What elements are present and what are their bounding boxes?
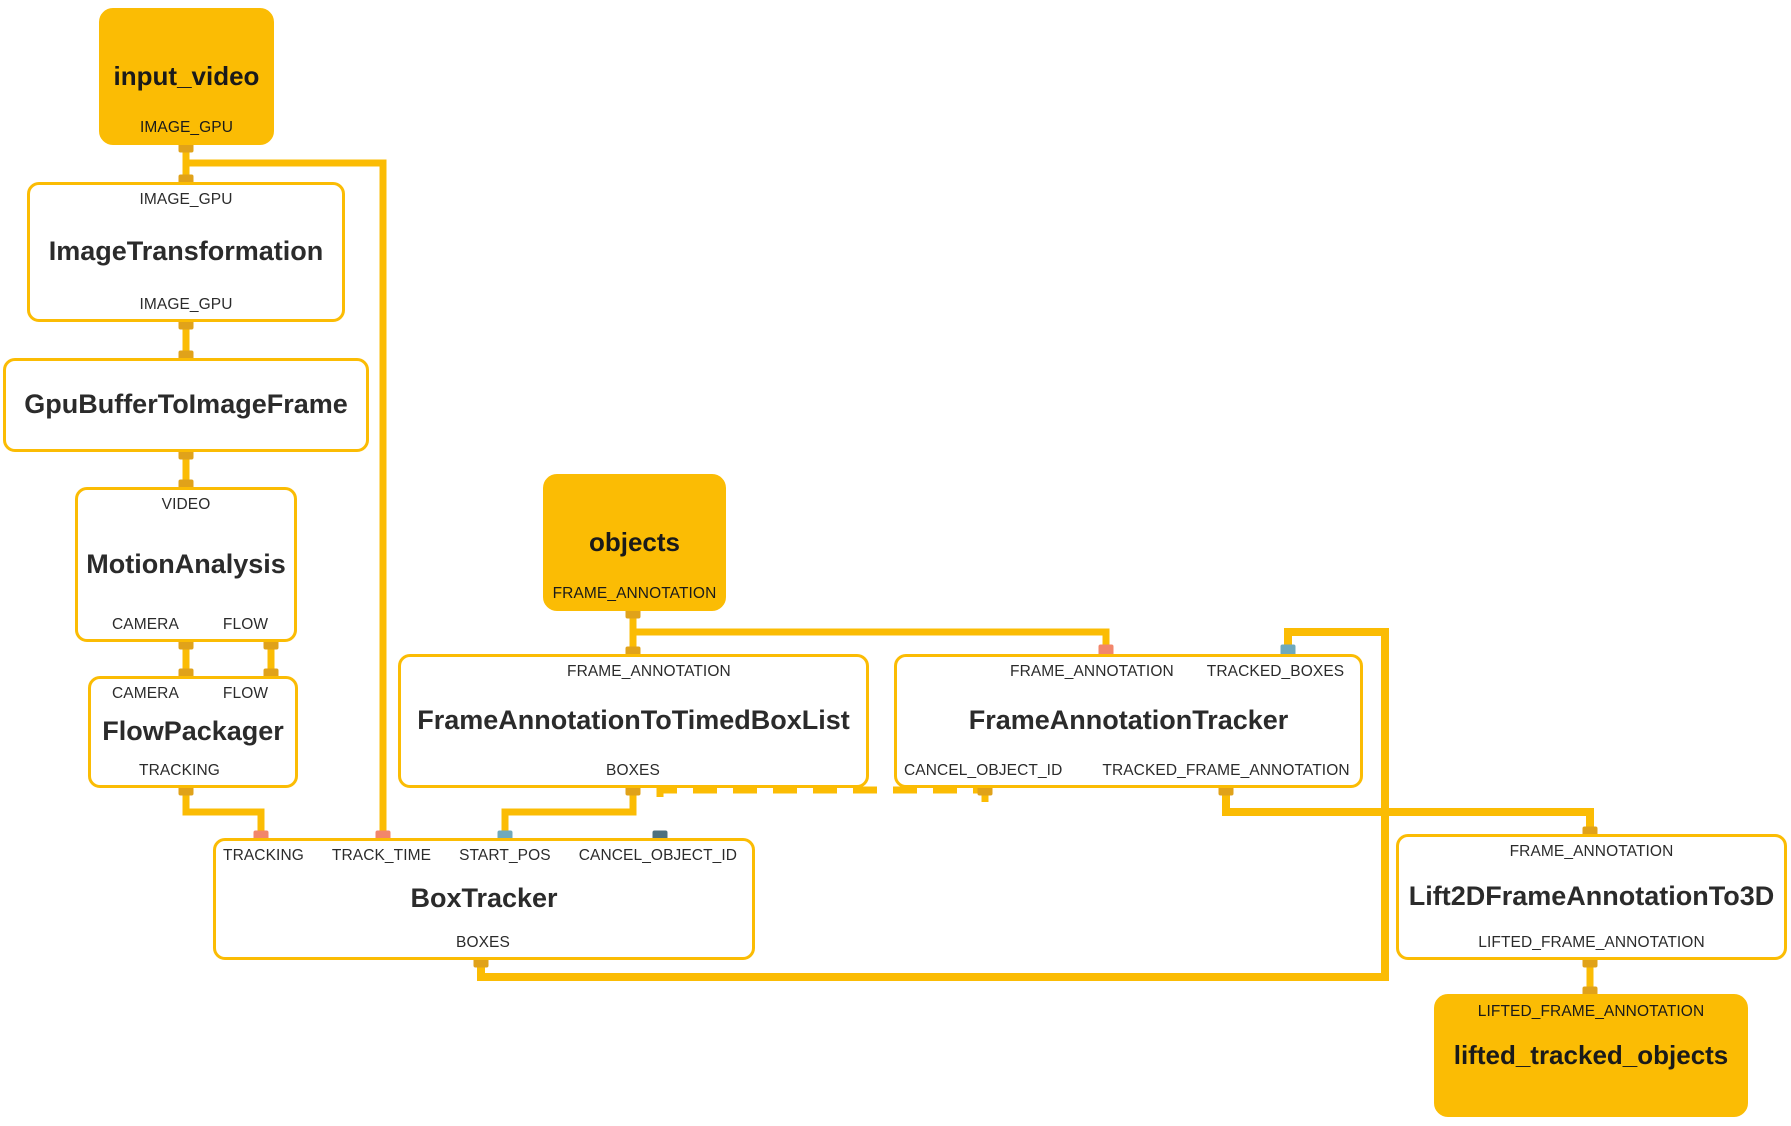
node-image-transformation-inputs: IMAGE_GPU xyxy=(30,192,342,208)
node-input-video[interactable]: input_video IMAGE_GPU xyxy=(99,8,274,145)
port-timed-box-list-frame-annotation: FRAME_ANNOTATION xyxy=(567,663,731,680)
node-motion-analysis[interactable]: VIDEO MotionAnalysis CAMERA FLOW xyxy=(75,487,297,642)
node-frame-annotation-to-timed-box-list[interactable]: FRAME_ANNOTATION FrameAnnotationToTimedB… xyxy=(398,654,869,788)
node-frame-annotation-tracker-title: FrameAnnotationTracker xyxy=(968,705,1289,736)
node-motion-analysis-inputs: VIDEO xyxy=(78,497,294,513)
port-box-tracker-cancel-object-id: CANCEL_OBJECT_ID xyxy=(578,847,738,864)
port-box-tracker-boxes: BOXES xyxy=(456,933,510,951)
node-lift2d-title: Lift2DFrameAnnotationTo3D xyxy=(1408,881,1775,912)
node-input-video-outputs: IMAGE_GPU xyxy=(102,118,271,136)
node-lift2d-outputs: LIFTED_FRAME_ANNOTATION xyxy=(1399,933,1784,951)
node-image-transformation[interactable]: IMAGE_GPU ImageTransformation IMAGE_GPU xyxy=(27,182,345,322)
node-flow-packager-title: FlowPackager xyxy=(102,716,284,747)
node-flow-packager-outputs: TRACKING xyxy=(91,761,343,779)
port-lift2d-lifted-frame-annotation: LIFTED_FRAME_ANNOTATION xyxy=(1478,933,1705,951)
port-flow-packager-flow: FLOW xyxy=(222,685,269,702)
node-objects[interactable]: objects FRAME_ANNOTATION xyxy=(543,474,726,611)
port-objects-frame-annotation: FRAME_ANNOTATION xyxy=(552,584,717,602)
port-motion-analysis-video: VIDEO xyxy=(161,496,211,513)
port-box-tracker-tracking: TRACKING xyxy=(223,847,304,864)
node-box-tracker-outputs: BOXES xyxy=(216,933,992,951)
port-flow-packager-tracking: TRACKING xyxy=(139,761,220,779)
node-lifted-tracked-objects-title: lifted_tracked_objects xyxy=(1453,1040,1729,1071)
port-tracker-frame-annotation: FRAME_ANNOTATION xyxy=(1010,663,1174,680)
node-motion-analysis-title: MotionAnalysis xyxy=(86,548,286,579)
port-box-tracker-track-time: TRACK_TIME xyxy=(331,847,432,864)
node-flow-packager[interactable]: CAMERA FLOW FlowPackager TRACKING xyxy=(88,676,298,788)
port-flow-packager-camera: CAMERA xyxy=(112,685,179,702)
port-motion-analysis-flow: FLOW xyxy=(222,615,269,633)
port-image-transformation-image-gpu-in: IMAGE_GPU xyxy=(139,191,233,208)
port-box-tracker-start-pos: START_POS xyxy=(459,847,551,864)
node-input-video-title: input_video xyxy=(113,61,260,92)
node-flow-packager-inputs: CAMERA FLOW xyxy=(91,686,316,702)
node-lifted-tracked-objects[interactable]: LIFTED_FRAME_ANNOTATION lifted_tracked_o… xyxy=(1434,994,1748,1117)
port-motion-analysis-camera: CAMERA xyxy=(112,615,179,633)
port-tracker-cancel-object-id: CANCEL_OBJECT_ID xyxy=(904,761,1063,779)
port-image-transformation-image-gpu-out: IMAGE_GPU xyxy=(139,295,233,313)
port-timed-box-list-boxes: BOXES xyxy=(606,761,660,779)
node-box-tracker[interactable]: TRACKING TRACK_TIME START_POS CANCEL_OBJ… xyxy=(213,838,755,960)
node-motion-analysis-outputs: CAMERA FLOW xyxy=(78,615,328,633)
edge-objects-to-frame-annotation-tracker xyxy=(633,628,1110,652)
node-box-tracker-title: BoxTracker xyxy=(410,883,558,914)
edge-timed-box-list-to-box-tracker-start-pos xyxy=(501,788,637,838)
node-frame-annotation-to-timed-box-list-title: FrameAnnotationToTimedBoxList xyxy=(417,705,850,736)
edge-flow-packager-to-box-tracker-tracking xyxy=(182,788,265,838)
port-tracker-tracked-frame-annotation: TRACKED_FRAME_ANNOTATION xyxy=(1102,761,1350,779)
node-objects-outputs: FRAME_ANNOTATION xyxy=(546,584,723,602)
node-gpu-buffer-to-image-frame-title: GpuBufferToImageFrame xyxy=(24,389,348,420)
node-image-transformation-title: ImageTransformation xyxy=(48,236,324,267)
port-lifted-objects-lifted-frame-annotation: LIFTED_FRAME_ANNOTATION xyxy=(1477,1003,1705,1020)
node-gpu-buffer-to-image-frame[interactable]: GpuBufferToImageFrame xyxy=(3,358,369,452)
node-frame-annotation-tracker-inputs: FRAME_ANNOTATION TRACKED_BOXES xyxy=(897,664,1473,680)
node-box-tracker-inputs: TRACKING TRACK_TIME START_POS CANCEL_OBJ… xyxy=(216,848,759,864)
node-frame-annotation-tracker-outputs: CANCEL_OBJECT_ID TRACKED_FRAME_ANNOTATIO… xyxy=(897,761,1367,779)
node-lift2d-inputs: FRAME_ANNOTATION xyxy=(1399,844,1784,860)
port-input-video-image-gpu: IMAGE_GPU xyxy=(139,118,234,136)
node-frame-annotation-tracker[interactable]: FRAME_ANNOTATION TRACKED_BOXES FrameAnno… xyxy=(894,654,1363,788)
edge-cancel-object-id-dashed xyxy=(656,786,989,802)
node-lifted-tracked-objects-inputs: LIFTED_FRAME_ANNOTATION xyxy=(1437,1004,1745,1020)
port-tracker-tracked-boxes: TRACKED_BOXES xyxy=(1206,663,1345,680)
node-image-transformation-outputs: IMAGE_GPU xyxy=(30,295,342,313)
node-lift2d-frame-annotation-to-3d[interactable]: FRAME_ANNOTATION Lift2DFrameAnnotationTo… xyxy=(1396,834,1787,960)
node-objects-title: objects xyxy=(588,527,681,558)
edge-tracked-frame-annotation-to-lift2d xyxy=(1222,788,1594,834)
port-lift2d-frame-annotation: FRAME_ANNOTATION xyxy=(1509,843,1674,860)
